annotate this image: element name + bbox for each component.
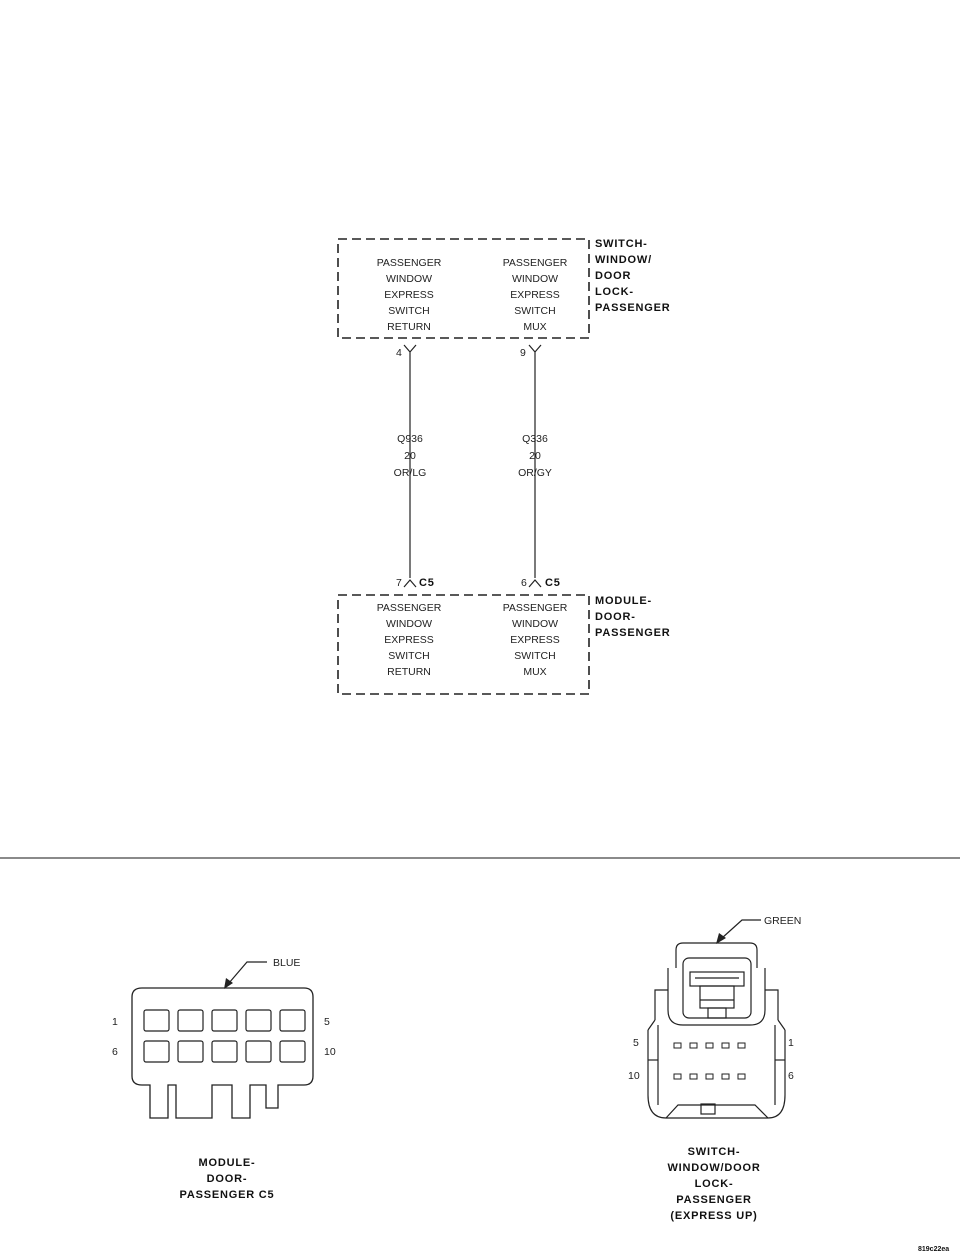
connector-left-caption: MODULE- DOOR- PASSENGER C5 <box>180 1157 275 1201</box>
top-left-circuit-label: PASSENGER WINDOW EXPRESS SWITCH RETURN <box>377 257 442 333</box>
svg-text:PASSENGER: PASSENGER <box>503 602 568 614</box>
svg-text:EXPRESS: EXPRESS <box>510 634 560 646</box>
svg-text:PASSENGER: PASSENGER <box>595 627 670 639</box>
top-right-circuit-label: PASSENGER WINDOW EXPRESS SWITCH MUX <box>503 257 568 333</box>
connector-right-pin-5: 5 <box>633 1037 639 1049</box>
bottom-right-connector-label: C5 <box>545 577 561 589</box>
connector-face-switch-window-door-lock <box>647 942 786 1119</box>
bottom-right-pin-number: 6 <box>521 577 527 589</box>
svg-text:OR/GY: OR/GY <box>518 467 552 479</box>
svg-text:PASSENGER: PASSENGER <box>676 1194 751 1206</box>
connector-right-pin-1: 1 <box>788 1037 794 1049</box>
svg-text:PASSENGER: PASSENGER <box>595 302 670 314</box>
svg-text:OR/LG: OR/LG <box>394 467 427 479</box>
svg-text:EXPRESS: EXPRESS <box>510 289 560 301</box>
wire-left-label: Q936 20 OR/LG <box>394 433 427 479</box>
top-component-name: SWITCH- WINDOW/ DOOR LOCK- PASSENGER <box>595 238 670 314</box>
svg-text:LOCK-: LOCK- <box>595 286 634 298</box>
svg-text:MUX: MUX <box>523 666 546 678</box>
svg-text:SWITCH-: SWITCH- <box>595 238 648 250</box>
figure-id: 819c22ea <box>918 1246 949 1253</box>
connector-right-pin-10: 10 <box>628 1070 640 1082</box>
svg-text:PASSENGER C5: PASSENGER C5 <box>180 1189 275 1201</box>
bottom-right-pin-symbol <box>528 579 542 588</box>
bottom-right-circuit-label: PASSENGER WINDOW EXPRESS SWITCH MUX <box>503 602 568 678</box>
bottom-component-name: MODULE- DOOR- PASSENGER <box>595 595 670 639</box>
svg-text:DOOR-: DOOR- <box>595 611 636 623</box>
bottom-left-circuit-label: PASSENGER WINDOW EXPRESS SWITCH RETURN <box>377 602 442 678</box>
wire-right-label: Q336 20 OR/GY <box>518 433 552 479</box>
svg-text:WINDOW/: WINDOW/ <box>595 254 652 266</box>
connector-left-pin-1: 1 <box>112 1016 118 1028</box>
svg-text:SWITCH: SWITCH <box>388 305 429 317</box>
connector-right-callout <box>721 919 761 939</box>
connector-right-caption: SWITCH- WINDOW/DOOR LOCK- PASSENGER (EXP… <box>667 1146 760 1222</box>
svg-text:WINDOW: WINDOW <box>512 273 558 285</box>
svg-text:SWITCH: SWITCH <box>514 650 555 662</box>
svg-text:Q936: Q936 <box>397 433 423 445</box>
bottom-left-connector-label: C5 <box>419 577 435 589</box>
svg-text:SWITCH-: SWITCH- <box>688 1146 741 1158</box>
svg-text:DOOR: DOOR <box>595 270 631 282</box>
svg-text:PASSENGER: PASSENGER <box>377 257 442 269</box>
svg-text:20: 20 <box>529 450 541 462</box>
top-left-pin-number: 4 <box>396 347 402 359</box>
svg-text:LOCK-: LOCK- <box>695 1178 734 1190</box>
connector-right-color-label: GREEN <box>764 915 801 927</box>
svg-text:Q336: Q336 <box>522 433 548 445</box>
wire-right <box>528 344 542 578</box>
svg-text:MODULE-: MODULE- <box>595 595 652 607</box>
svg-text:SWITCH: SWITCH <box>388 650 429 662</box>
svg-text:(EXPRESS UP): (EXPRESS UP) <box>670 1210 757 1222</box>
svg-text:WINDOW: WINDOW <box>512 618 558 630</box>
bottom-left-pin-symbol <box>403 579 417 588</box>
svg-text:MUX: MUX <box>523 321 546 333</box>
svg-text:PASSENGER: PASSENGER <box>503 257 568 269</box>
connector-right-callout-arrow <box>716 933 726 944</box>
svg-text:RETURN: RETURN <box>387 666 431 678</box>
top-component-box <box>337 238 590 339</box>
connector-left-pin-5: 5 <box>324 1016 330 1028</box>
wire-left <box>403 344 417 578</box>
connector-right-cavities <box>673 1042 746 1080</box>
connector-left-pin-6: 6 <box>112 1046 118 1058</box>
svg-text:MODULE-: MODULE- <box>199 1157 256 1169</box>
bottom-component-box <box>337 594 590 695</box>
connector-left-pin-10: 10 <box>324 1046 336 1058</box>
bottom-left-pin-number: 7 <box>396 577 402 589</box>
svg-text:EXPRESS: EXPRESS <box>384 634 434 646</box>
svg-text:DOOR-: DOOR- <box>207 1173 248 1185</box>
connector-face-module-door-passenger <box>131 961 314 1119</box>
svg-text:PASSENGER: PASSENGER <box>377 602 442 614</box>
connector-left-color-label: BLUE <box>273 957 300 969</box>
svg-text:WINDOW: WINDOW <box>386 618 432 630</box>
svg-text:SWITCH: SWITCH <box>514 305 555 317</box>
svg-text:WINDOW: WINDOW <box>386 273 432 285</box>
svg-text:RETURN: RETURN <box>387 321 431 333</box>
svg-text:20: 20 <box>404 450 416 462</box>
connector-right-pin-6: 6 <box>788 1070 794 1082</box>
svg-text:EXPRESS: EXPRESS <box>384 289 434 301</box>
top-right-pin-number: 9 <box>520 347 526 359</box>
svg-text:WINDOW/DOOR: WINDOW/DOOR <box>667 1162 760 1174</box>
